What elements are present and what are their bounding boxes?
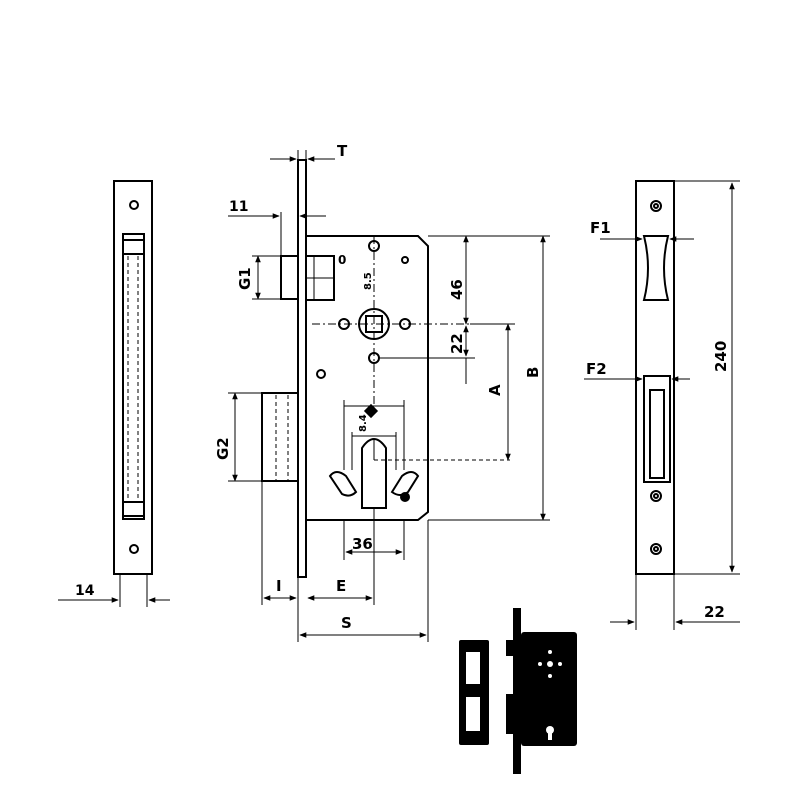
dimension-11-label: 11	[229, 199, 248, 215]
dimension-I-label: I	[276, 577, 282, 595]
dimension-F1: F1	[590, 219, 694, 242]
dimension-G2: G2	[214, 392, 262, 482]
dimension-11: 11	[228, 199, 326, 256]
dimension-F1-label: F1	[590, 219, 611, 237]
dimension-F2: F2	[584, 360, 690, 382]
dimension-A-label: A	[486, 384, 504, 396]
dimension-S-label: S	[341, 614, 352, 632]
strike-plate-left-view	[113, 180, 153, 575]
thumbnail-strike-plate	[459, 640, 489, 745]
dimension-I-E: I E	[261, 481, 375, 605]
lock-body: 0 8.5 8.4	[261, 159, 510, 578]
dimension-G1: G1	[236, 255, 281, 300]
dimension-240: 240	[674, 180, 740, 575]
dimension-22-vertical-label: 22	[448, 333, 466, 354]
dimension-A: A	[470, 323, 515, 461]
dimension-E-label: E	[336, 577, 346, 595]
dimension-S: S	[297, 520, 429, 642]
thumbnail-lock-body	[506, 608, 577, 774]
dimension-46-label: 46	[448, 279, 466, 300]
spindle-small-dimension: 8.5	[363, 272, 374, 290]
dimension-22-horizontal-label: 22	[704, 603, 725, 621]
dimension-22-vertical: 22	[380, 325, 475, 384]
dimension-36-label: 36	[352, 535, 373, 553]
dimension-B-label: B	[524, 367, 542, 378]
dimension-240-label: 240	[712, 341, 730, 372]
dimension-22-horizontal: 22	[610, 574, 740, 630]
svg-text:0: 0	[338, 253, 346, 267]
dimension-14: 14	[58, 575, 170, 607]
dimension-14-label: 14	[75, 583, 95, 599]
faceplate-right-view	[635, 180, 675, 575]
dimension-46: 46	[428, 235, 475, 325]
cylinder-small-dimension: 8.4	[358, 414, 369, 432]
dimension-G1-label: G1	[236, 267, 254, 290]
dimension-T: T	[270, 142, 348, 165]
dimension-G2-label: G2	[214, 437, 232, 460]
dimension-B: B	[428, 235, 550, 521]
dimension-T-label: T	[337, 142, 348, 160]
dimension-F2-label: F2	[586, 360, 607, 378]
